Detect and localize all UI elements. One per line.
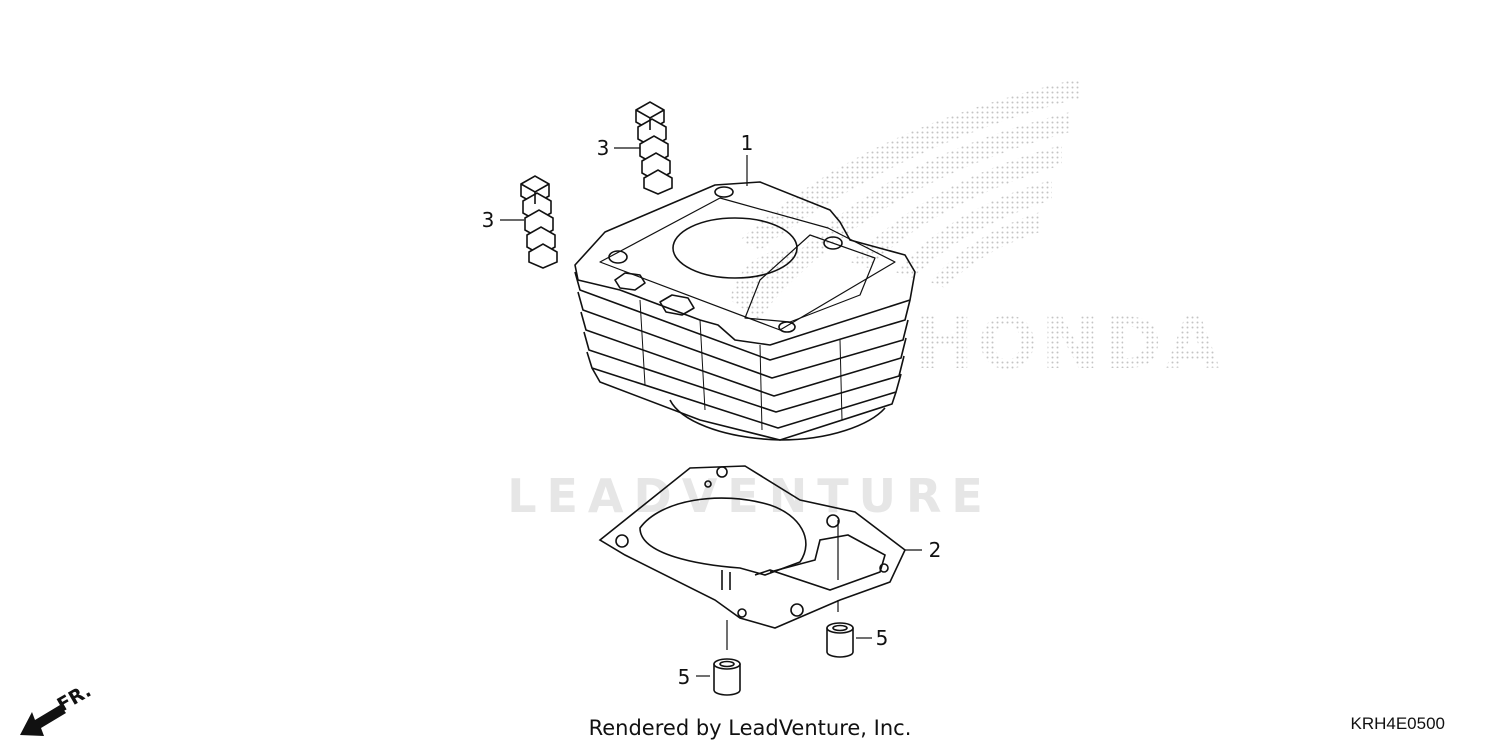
cylinder-base-gasket[interactable] <box>598 465 906 629</box>
honda-wing-logo: HONDA <box>730 78 1224 385</box>
dowel-pin-lower-left[interactable] <box>713 658 741 696</box>
callout-dowel-pin-left: 5 <box>678 665 691 689</box>
callout-piston-ring-lower: 3 <box>482 208 495 232</box>
piston-ring-set-lower[interactable] <box>520 175 558 269</box>
cylinder-part[interactable] <box>574 181 916 441</box>
leadventure-watermark: LEADVENTURE <box>507 469 993 523</box>
callout-cylinder: 1 <box>741 131 754 155</box>
diagram-code: KRH4E0500 <box>1350 714 1445 733</box>
leader-lines <box>500 147 922 677</box>
callout-dowel-pin-right: 5 <box>876 626 889 650</box>
dowel-pin-lower-right[interactable] <box>826 622 854 658</box>
honda-brand-watermark: HONDA <box>915 303 1224 385</box>
piston-ring-set-upper[interactable] <box>635 101 673 195</box>
callout-gasket: 2 <box>929 538 942 562</box>
rendered-by-caption: Rendered by LeadVenture, Inc. <box>588 716 912 740</box>
callout-piston-ring-upper: 3 <box>597 136 610 160</box>
front-arrow-icon <box>20 705 66 736</box>
